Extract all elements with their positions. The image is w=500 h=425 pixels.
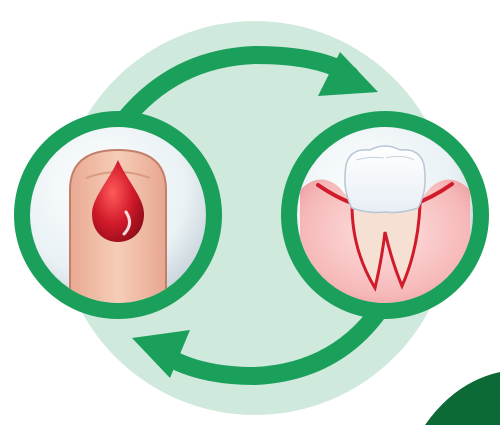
node-inflamed-gum-tooth: [281, 111, 489, 319]
blood-drop-on-finger-icon: [70, 150, 166, 310]
node-finger-blood-drop: [14, 111, 222, 319]
corner-decoration: [425, 372, 500, 425]
